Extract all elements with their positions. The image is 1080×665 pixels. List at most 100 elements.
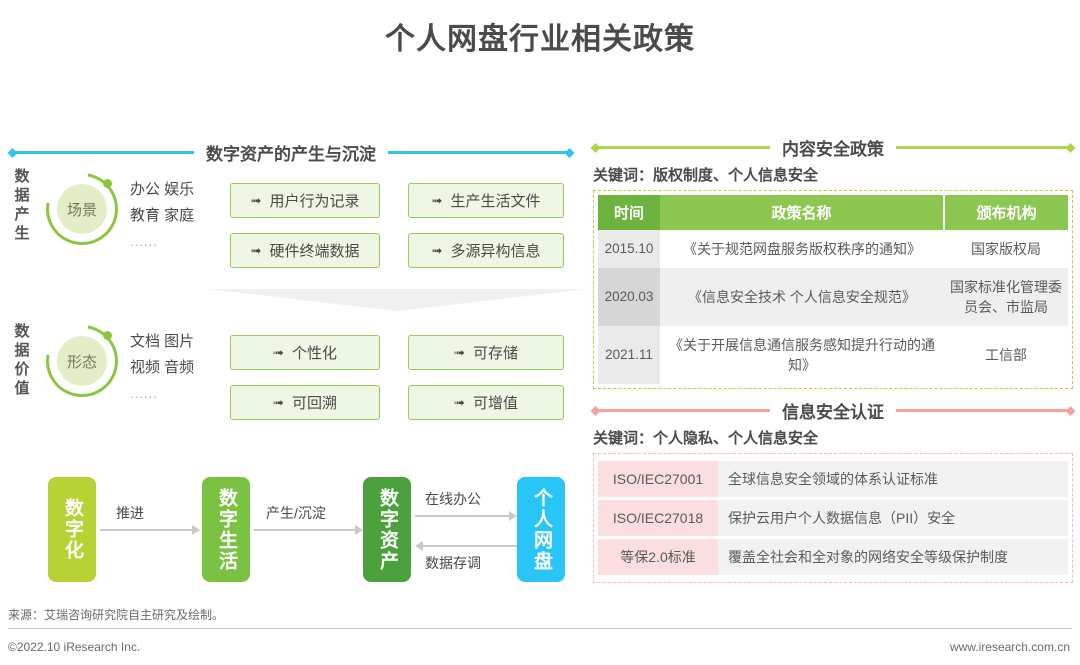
arrow-head-left xyxy=(415,541,423,551)
flow-arrow-label: 数据存调 xyxy=(425,555,481,571)
badge-scenario: 场景 xyxy=(31,158,133,260)
cert-table: ISO/IEC27001 全球信息安全领域的体系认证标准 ISO/IEC2701… xyxy=(598,458,1068,578)
flow-arrow-label: 推进 xyxy=(116,505,144,521)
arrow-head-right xyxy=(192,525,200,535)
rule-left-blue xyxy=(10,151,194,154)
keyword-line: 教育 家庭 xyxy=(130,207,195,224)
chip-personalized[interactable]: ➟ 个性化 xyxy=(230,335,380,370)
arrow-line xyxy=(254,529,355,531)
flow-arrow-label: 在线办公 xyxy=(425,491,481,507)
table-row: 2015.10 《关于规范网盘服务版权秩序的通知》 国家版权局 xyxy=(598,230,1068,268)
left-section-header: 数字资产的产生与沉淀 xyxy=(10,140,572,165)
rule-right-pink xyxy=(896,409,1073,412)
chevron-right-icon: ➟ xyxy=(273,344,284,360)
col-issuer: 颁布机构 xyxy=(943,195,1068,230)
col-time: 时间 xyxy=(598,195,660,230)
keyword-ellipsis: ...... xyxy=(130,386,158,401)
right-panel: 内容安全政策 关键词：版权制度、个人信息安全 时间 政策名称 颁布机构 2015… xyxy=(593,135,1073,583)
content-security-table-wrap: 时间 政策名称 颁布机构 2015.10 《关于规范网盘服务版权秩序的通知》 国… xyxy=(593,190,1073,389)
cell-cert-value: 保护云用户个人数据信息（PII）安全 xyxy=(718,500,1068,536)
chip-label: 生产生活文件 xyxy=(450,193,541,210)
rule-left-pink xyxy=(593,409,770,412)
chip-hardware-data[interactable]: ➟ 硬件终端数据 xyxy=(230,233,380,268)
badge-dot xyxy=(103,331,112,340)
cell-policy-name: 《信息安全技术 个人信息安全规范》 xyxy=(660,268,944,326)
badge-label: 场景 xyxy=(57,184,107,234)
cell-issuer: 国家版权局 xyxy=(971,241,1041,257)
cell-time: 2015.10 xyxy=(598,230,660,268)
chip-label: 可增值 xyxy=(472,395,518,412)
chevron-right-icon: ➟ xyxy=(454,394,465,410)
col-policy-name: 政策名称 xyxy=(660,195,944,230)
source-note: 来源：艾瑞咨询研究院自主研究及绘制。 xyxy=(8,608,225,622)
arrow-line xyxy=(415,515,509,517)
table-row: ISO/IEC27001 全球信息安全领域的体系认证标准 xyxy=(598,461,1068,497)
keyword-line: 文档 图片 xyxy=(130,333,195,350)
footer-divider xyxy=(8,628,1072,629)
table-header-row: 时间 政策名称 颁布机构 xyxy=(598,195,1068,230)
chip-label: 硬件终端数据 xyxy=(269,243,360,260)
cell-policy-name: 《关于规范网盘服务版权秩序的通知》 xyxy=(683,241,921,257)
arrow-line xyxy=(423,545,517,547)
keyword-line: 视频 音频 xyxy=(130,359,195,376)
content-security-keywords: 关键词：版权制度、个人信息安全 xyxy=(593,167,819,184)
security-cert-keywords: 关键词：个人隐私、个人信息安全 xyxy=(593,430,819,447)
badge-form: 形态 xyxy=(31,310,133,412)
flow-diagram: 数字化 数字生活 数字资产 个人网盘 推进 产生/沉淀 在线办公 xyxy=(8,475,578,600)
chip-production-files[interactable]: ➟ 生产生活文件 xyxy=(408,183,564,218)
cell-policy-name: 《关于开展信息通信服务感知提升行动的通知》 xyxy=(669,337,935,373)
cell-cert-key: 等保2.0标准 xyxy=(598,539,718,575)
chevron-right-icon: ➟ xyxy=(273,394,284,410)
flow-box-digital-asset[interactable]: 数字资产 xyxy=(363,477,411,582)
flow-box-digitization[interactable]: 数字化 xyxy=(48,477,96,582)
funnel-triangle xyxy=(207,289,587,311)
content-security-title: 内容安全政策 xyxy=(782,140,884,159)
chip-appreciable[interactable]: ➟ 可增值 xyxy=(408,385,564,420)
arrow-head-right xyxy=(509,511,517,521)
copyright-text: ©2022.10 iResearch Inc. xyxy=(8,640,141,654)
chip-user-behavior[interactable]: ➟ 用户行为记录 xyxy=(230,183,380,218)
chip-multisource-info[interactable]: ➟ 多源异构信息 xyxy=(408,233,564,268)
arrow-head-right xyxy=(355,525,363,535)
chevron-right-icon: ➟ xyxy=(431,192,443,208)
flow-box-personal-cloud[interactable]: 个人网盘 xyxy=(517,477,565,582)
left-panel: 数据产生 场景 办公 娱乐 教育 家庭 ...... ➟ 用户行为记录 ➟ 生产… xyxy=(8,135,587,605)
cell-time: 2020.03 xyxy=(598,268,660,326)
chip-label: 多源异构信息 xyxy=(450,243,541,260)
chevron-right-icon: ➟ xyxy=(250,242,262,258)
flow-arrow-label: 产生/沉淀 xyxy=(266,505,326,521)
rule-left-green xyxy=(593,146,770,149)
chevron-right-icon: ➟ xyxy=(431,242,443,258)
chip-label: 可回溯 xyxy=(291,395,337,412)
cell-time: 2021.11 xyxy=(598,326,660,384)
cell-cert-value: 全球信息安全领域的体系认证标准 xyxy=(718,461,1068,497)
cell-cert-key: ISO/IEC27018 xyxy=(598,500,718,536)
rule-right-green xyxy=(896,146,1073,149)
chevron-right-icon: ➟ xyxy=(250,192,262,208)
cell-cert-value: 覆盖全社会和全对象的网络安全等级保护制度 xyxy=(718,539,1068,575)
security-cert-header: 信息安全认证 xyxy=(593,398,1073,423)
vlabel-data-value: 数据价值 xyxy=(14,323,30,397)
vlabel-data-generation: 数据产生 xyxy=(14,168,30,242)
badge-dot xyxy=(103,179,112,188)
security-cert-table-wrap: ISO/IEC27001 全球信息安全领域的体系认证标准 ISO/IEC2701… xyxy=(593,453,1073,583)
page-title: 个人网盘行业相关政策 xyxy=(385,23,695,56)
table-row: 2021.11 《关于开展信息通信服务感知提升行动的通知》 工信部 xyxy=(598,326,1068,384)
chip-storable[interactable]: ➟ 可存储 xyxy=(408,335,564,370)
rule-right-blue xyxy=(388,151,572,154)
table-row: ISO/IEC27018 保护云用户个人数据信息（PII）安全 xyxy=(598,500,1068,536)
chip-label: 可存储 xyxy=(472,345,518,362)
cell-cert-key: ISO/IEC27001 xyxy=(598,461,718,497)
table-row: 2020.03 《信息安全技术 个人信息安全规范》 国家标准化管理委员会、市监局 xyxy=(598,268,1068,326)
chip-traceable[interactable]: ➟ 可回溯 xyxy=(230,385,380,420)
table-row: 等保2.0标准 覆盖全社会和全对象的网络安全等级保护制度 xyxy=(598,539,1068,575)
website-link[interactable]: www.iresearch.com.cn xyxy=(949,640,1070,654)
content-security-header: 内容安全政策 xyxy=(593,135,1073,160)
badge-label: 形态 xyxy=(57,336,107,386)
keyword-line: 办公 娱乐 xyxy=(130,181,195,198)
cell-issuer: 国家标准化管理委员会、市监局 xyxy=(944,268,1068,326)
flow-box-digital-life[interactable]: 数字生活 xyxy=(202,477,250,582)
chip-label: 个性化 xyxy=(291,345,337,362)
chevron-right-icon: ➟ xyxy=(454,344,465,360)
